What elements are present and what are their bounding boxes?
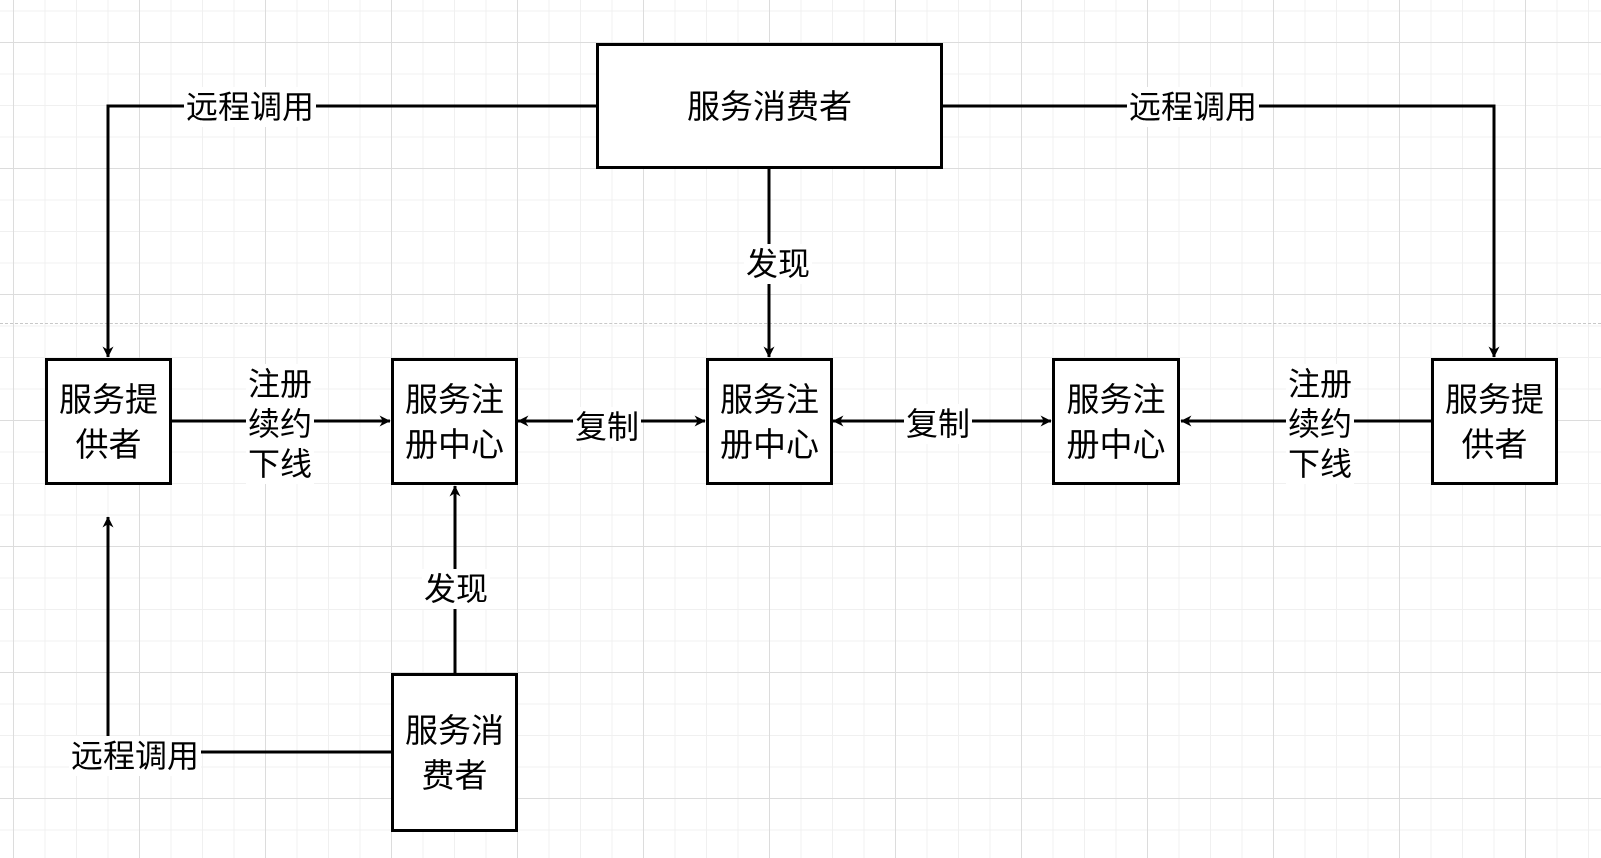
edge-label-remote-call-top-left: 远程调用: [183, 87, 317, 127]
edge-label-discover-bottom: 发现: [421, 569, 491, 609]
edge-label-remote-call-top-right: 远程调用: [1126, 87, 1260, 127]
node-service-consumer-bottom[interactable]: 服务消 费者: [391, 673, 518, 832]
edge-label-register-left: 注册 续约 下线: [245, 364, 315, 484]
node-label: 服务消 费者: [405, 710, 504, 795]
node-service-provider-right[interactable]: 服务提 供者: [1431, 358, 1558, 485]
node-registry-right[interactable]: 服务注 册中心: [1052, 358, 1180, 485]
edge-label-register-right: 注册 续约 下线: [1285, 364, 1355, 484]
page-break-line: [0, 323, 1601, 324]
node-service-consumer-top[interactable]: 服务消费者: [596, 43, 943, 169]
edge-label-discover-top: 发现: [743, 244, 813, 284]
edge-remote-call-top-right[interactable]: [943, 104, 1500, 358]
node-label: 服务注 册中心: [405, 379, 504, 464]
node-service-provider-left[interactable]: 服务提 供者: [45, 358, 172, 485]
edge-label-replicate-right: 复制: [903, 404, 973, 444]
node-registry-center[interactable]: 服务注 册中心: [706, 358, 833, 485]
node-label: 服务注 册中心: [720, 379, 819, 464]
edge-label-remote-call-bottom: 远程调用: [68, 736, 202, 776]
edge-label-replicate-left: 复制: [572, 407, 642, 447]
node-label: 服务注 册中心: [1066, 379, 1166, 464]
node-label: 服务提 供者: [59, 379, 158, 464]
node-registry-left[interactable]: 服务注 册中心: [391, 358, 518, 485]
node-label: 服务消费者: [687, 86, 852, 126]
edge-remote-call-bottom[interactable]: [102, 516, 391, 754]
node-label: 服务提 供者: [1445, 379, 1544, 464]
edge-remote-call-top-left[interactable]: [102, 104, 596, 358]
